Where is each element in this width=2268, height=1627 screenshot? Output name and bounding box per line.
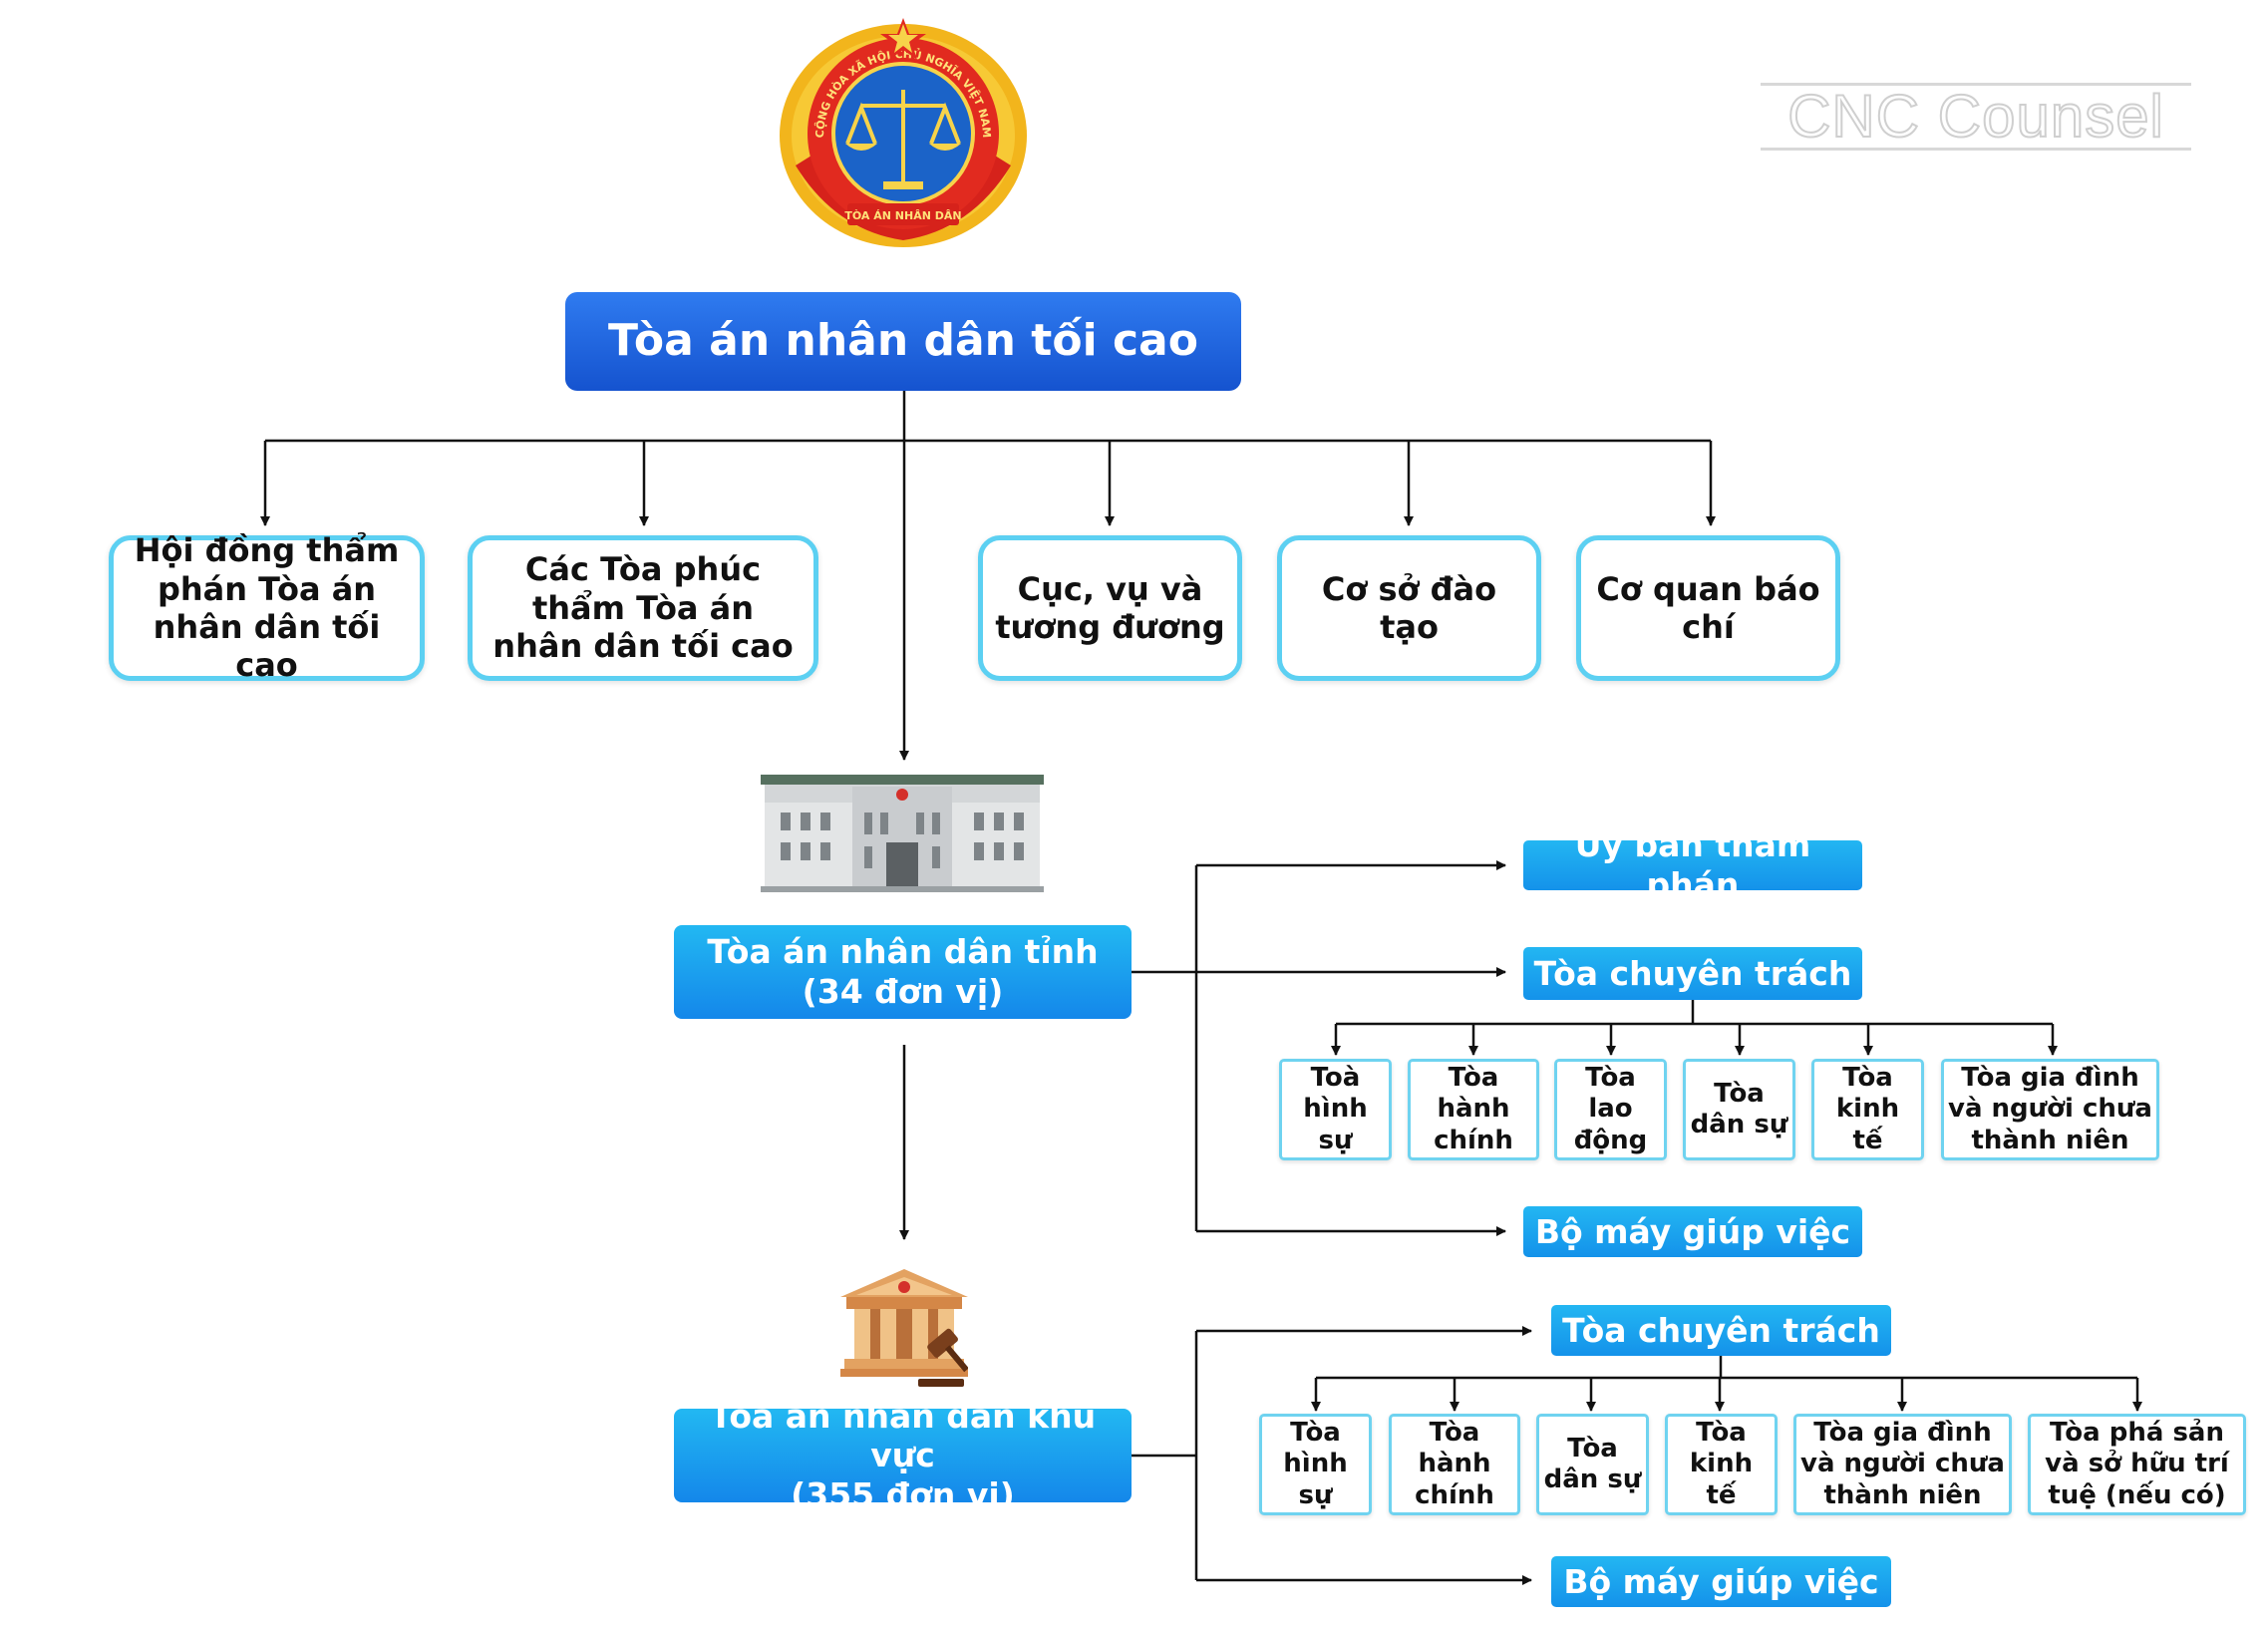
regional-criminal-court: Tòa hình sự xyxy=(1259,1414,1372,1515)
regional-court-building-icon xyxy=(840,1269,968,1387)
provincial-court-name: Tòa án nhân dân tỉnh xyxy=(707,932,1099,972)
regional-bankruptcy-ip-court: Tòa phá sản và sở hữu trí tuệ (nếu có) xyxy=(2028,1414,2246,1515)
provincial-civil-court: Tòa dân sự xyxy=(1683,1059,1795,1160)
regional-specialized-courts: Tòa chuyên trách xyxy=(1551,1305,1891,1356)
judicial-council-box: Hội đồng thẩm phán Tòa án nhân dân tối c… xyxy=(109,531,425,684)
provincial-court-building-icon xyxy=(761,775,1044,892)
provincial-specialized-courts: Tòa chuyên trách xyxy=(1523,947,1862,1000)
regional-civil-court: Tòa dân sự xyxy=(1536,1414,1649,1515)
supreme-court-box: Tòa án nhân dân tối cao xyxy=(565,292,1241,391)
provincial-criminal-court: Toà hình sự xyxy=(1279,1059,1392,1160)
regional-court-box: Tòa án nhân dân khu vực (355 đơn vị) xyxy=(674,1397,1132,1514)
regional-court-name: Tòa án nhân dân khu vực xyxy=(709,1396,1097,1475)
brand-watermark: CNC Counsel xyxy=(1761,83,2191,151)
regional-economic-court: Tòa kinh tế xyxy=(1665,1414,1778,1515)
appellate-courts-box: Các Tòa phúc thẩm Tòa án nhân dân tối ca… xyxy=(468,535,818,681)
provincial-labor-court: Tòa lao động xyxy=(1554,1059,1667,1160)
press-agencies-box: Cơ quan báo chí xyxy=(1576,535,1840,681)
provincial-court-box: Tòa án nhân dân tỉnh (34 đơn vị) xyxy=(674,925,1132,1019)
training-institutions-box: Cơ sở đào tạo xyxy=(1277,535,1541,681)
departments-box: Cục, vụ và tương đương xyxy=(978,535,1242,681)
provincial-judges-committee: Uỷ ban thẩm phán xyxy=(1523,825,1862,904)
regional-administrative-court: Tòa hành chính xyxy=(1389,1414,1520,1515)
provincial-administrative-court: Tòa hành chính xyxy=(1408,1059,1539,1160)
regional-family-juvenile-court: Tòa gia đình và người chưa thành niên xyxy=(1793,1414,2012,1515)
court-emblem: CỘNG HÒA XÃ HỘI CHỦ NGHĨA VIỆT NAM TÒA Á… xyxy=(780,18,1027,247)
provincial-family-juvenile-court: Tòa gia đình và người chưa thành niên xyxy=(1941,1059,2159,1160)
provincial-economic-court: Tòa kinh tế xyxy=(1811,1059,1924,1160)
provincial-court-count: (34 đơn vị) xyxy=(802,972,1004,1011)
emblem-banner-text: TÒA ÁN NHÂN DÂN xyxy=(844,209,961,222)
regional-support-apparatus: Bộ máy giúp việc xyxy=(1551,1556,1891,1607)
provincial-support-apparatus: Bộ máy giúp việc xyxy=(1523,1206,1862,1257)
regional-court-count: (355 đơn vị) xyxy=(791,1474,1015,1514)
